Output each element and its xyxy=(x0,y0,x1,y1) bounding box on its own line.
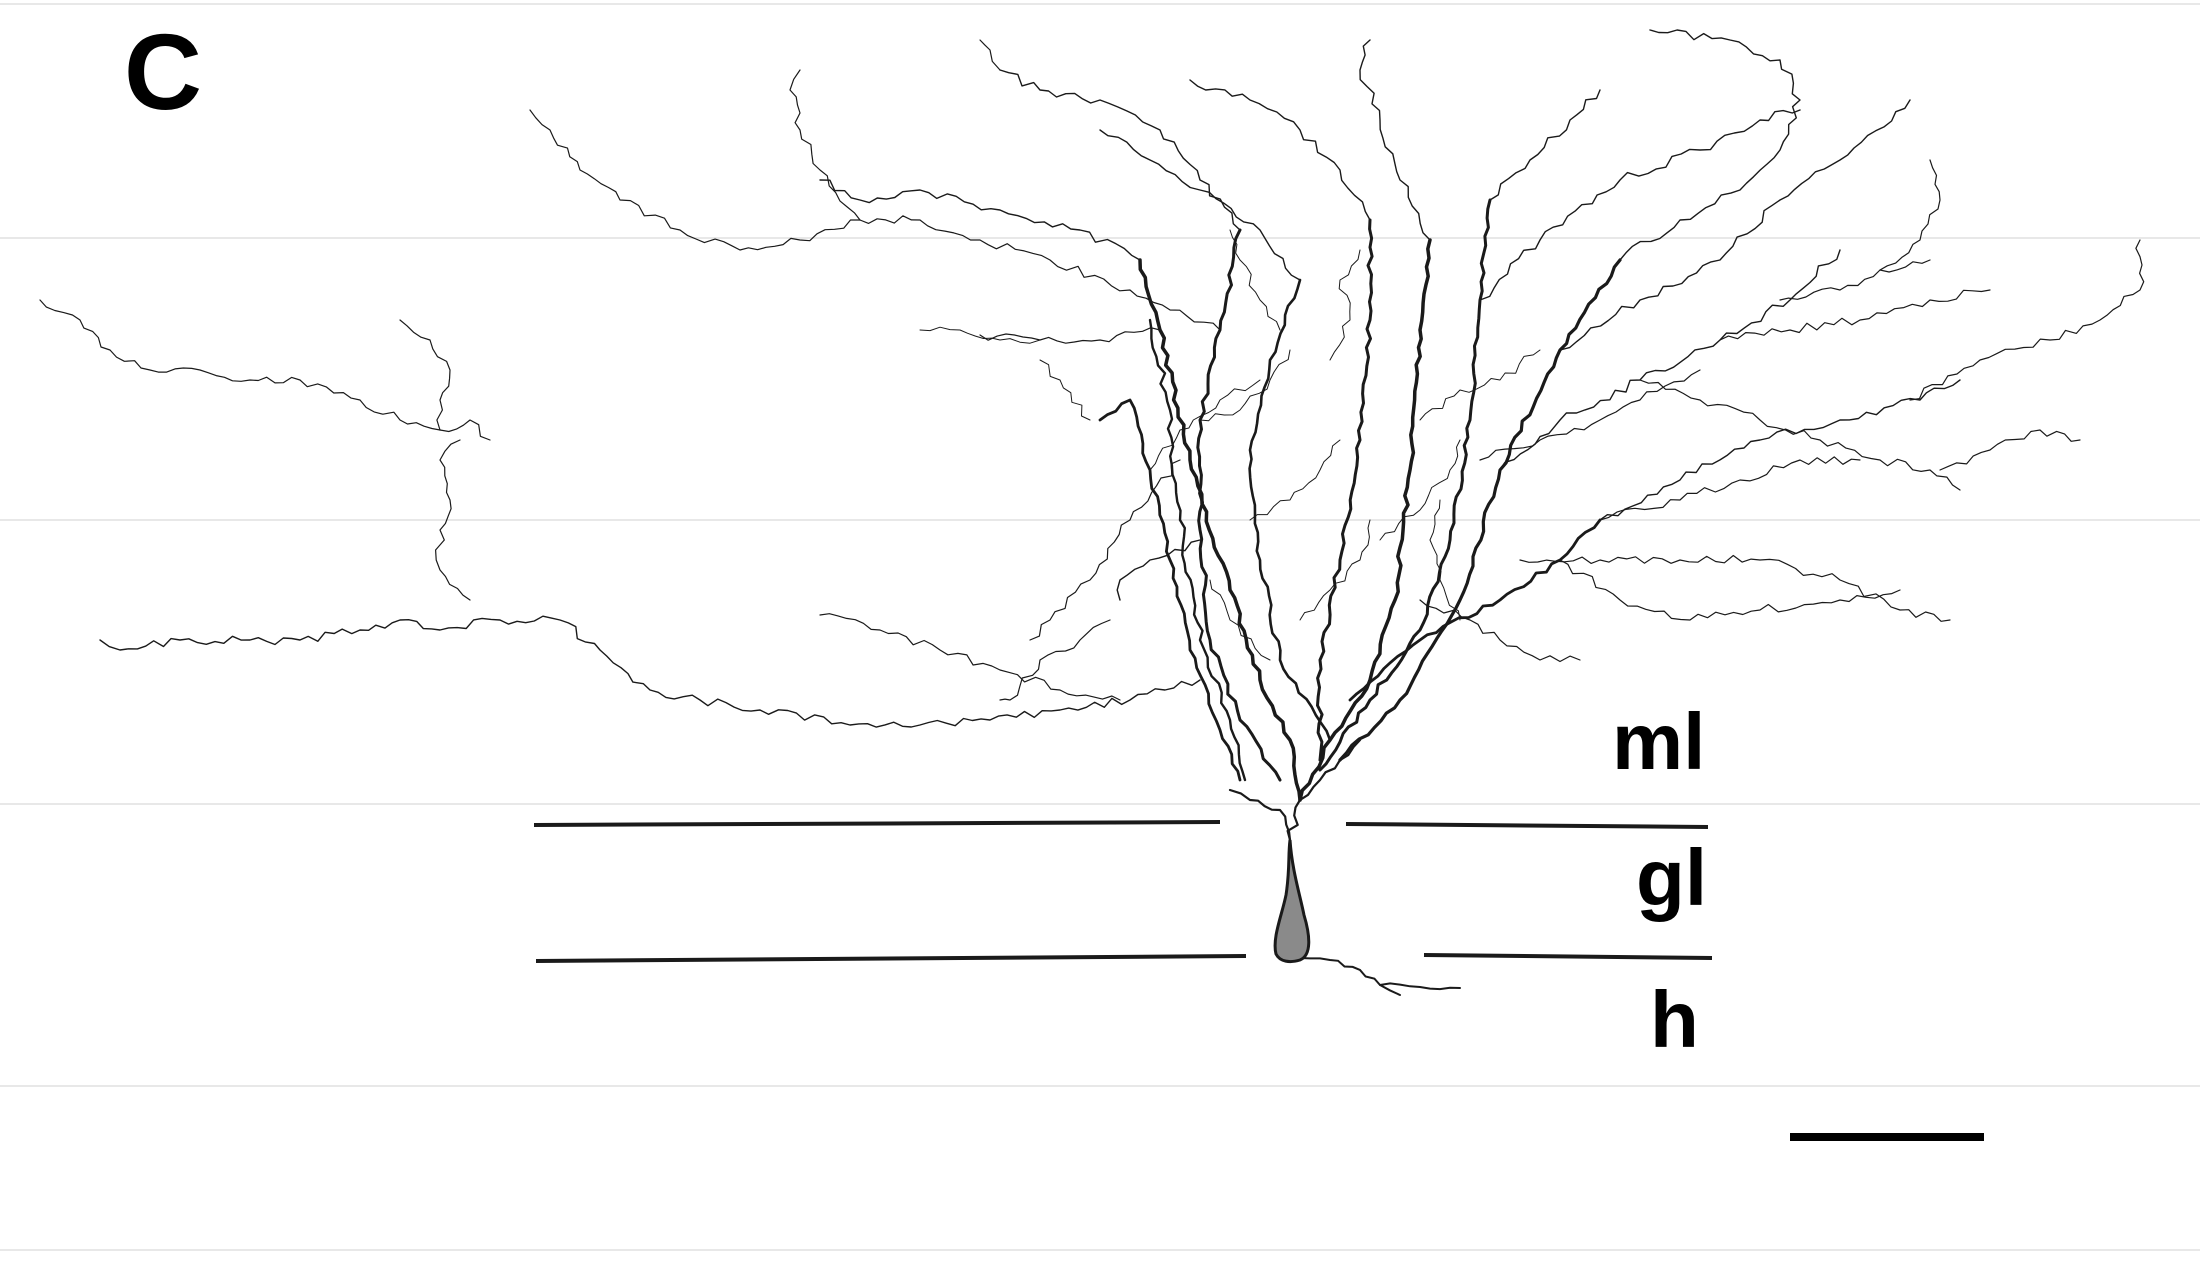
dendrite-branch xyxy=(1419,599,1581,663)
axon-segment xyxy=(1299,957,1401,996)
dendrite-branch xyxy=(1599,456,1861,521)
dendrite-branch xyxy=(859,215,1221,331)
dendrite-branch xyxy=(1189,79,1371,221)
dendrite-branch xyxy=(819,179,1141,261)
dendrite-branch xyxy=(1639,379,1961,491)
dendrite-branch xyxy=(1248,278,1332,742)
dendrite-branch xyxy=(99,615,1201,728)
dendrite-branch xyxy=(1116,539,1201,601)
axon-segment xyxy=(1379,982,1461,991)
dendritic-tree xyxy=(39,29,2145,842)
dendrite-branch xyxy=(1909,239,2145,401)
dendrite-branch xyxy=(979,327,1161,344)
dendrite-branch xyxy=(1619,29,1801,261)
dendrite-branch xyxy=(1029,459,1181,641)
dendrite-branch xyxy=(919,326,1041,344)
layer-label-gl: gl xyxy=(1636,833,1708,922)
dendrite-branch xyxy=(1298,238,1432,802)
dendrite-branch xyxy=(819,613,1121,701)
ml-gl-boundary-left xyxy=(533,820,1221,827)
dendrite-branch xyxy=(1419,349,1541,421)
dendrite-branch xyxy=(39,299,441,431)
axon xyxy=(1299,957,1461,996)
gl-h-boundary-right xyxy=(1423,953,1713,960)
dendrite-branch xyxy=(1209,579,1271,661)
dendrite-branch xyxy=(1939,429,2081,471)
dendrite-branch xyxy=(1379,439,1461,541)
dendrite-branch xyxy=(399,319,451,431)
dendrite-branch xyxy=(1286,738,1362,842)
dendrite-branch xyxy=(1338,258,1622,762)
dendrite-branch xyxy=(1499,249,1841,471)
dendrite-branch xyxy=(1779,259,1931,301)
dendrite-branch xyxy=(1138,258,1302,802)
dendrite-branch xyxy=(1429,499,1461,621)
dendrite-branch xyxy=(1099,129,1301,281)
layer-boundary-lines xyxy=(533,820,1713,963)
dendrite-branch xyxy=(529,109,861,251)
dendrite-branch xyxy=(1479,369,1701,461)
ml-gl-boundary-right xyxy=(1345,822,1709,829)
dendrite-branch xyxy=(979,39,1001,71)
dendrite-branch xyxy=(1149,379,1261,471)
dendrite-branch xyxy=(1196,228,1282,782)
dendrite-branch xyxy=(1359,39,1431,241)
dendrite-branch xyxy=(1316,218,1374,762)
dendrite-branch xyxy=(789,69,861,221)
dendrite-branch xyxy=(999,619,1111,701)
dendrite-branch xyxy=(1148,318,1247,782)
faint-guide-lines xyxy=(0,3,2200,1251)
layer-label-ml: ml xyxy=(1612,697,1706,786)
dendrite-branch xyxy=(1199,349,1291,422)
dendrite-branch xyxy=(1559,99,1911,351)
dendrite-branch xyxy=(435,439,471,601)
gl-h-boundary-left xyxy=(535,954,1247,963)
dendrite-branch xyxy=(1719,289,1991,341)
layer-label-h: h xyxy=(1650,975,1699,1064)
dendrite-branch xyxy=(1489,89,1601,201)
dendrite-branch xyxy=(1599,379,1961,521)
dendrite-branch xyxy=(1559,559,1901,621)
dendrite-branch xyxy=(1879,159,1941,271)
dendrite-branch xyxy=(1229,229,1281,331)
dendrite-branch xyxy=(439,419,491,441)
dendrite-branch xyxy=(1249,439,1341,521)
dendrite-branch xyxy=(1348,518,1602,702)
dendrite-branch xyxy=(1329,249,1361,361)
dendrite-branch xyxy=(1299,519,1371,621)
panel-label: C xyxy=(124,11,202,132)
dendrite-branch xyxy=(1228,788,1292,842)
dendrite-branch xyxy=(1098,398,1242,782)
dendrite-branch xyxy=(999,69,1241,231)
dendrite-branch xyxy=(1519,554,1951,622)
dendrite-branch xyxy=(1318,198,1492,772)
dendrite-branch xyxy=(1479,109,1801,301)
cell-body xyxy=(1273,839,1311,964)
dendrite-branch xyxy=(1039,359,1091,421)
